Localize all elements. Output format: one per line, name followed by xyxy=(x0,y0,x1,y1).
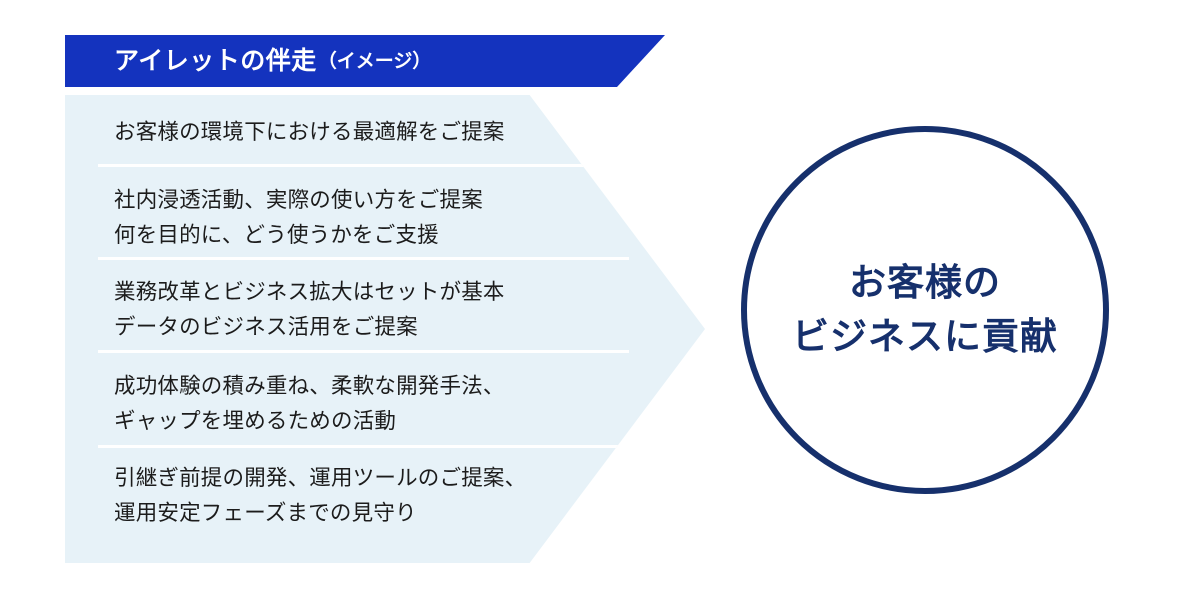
list-item-line: 運用安定フェーズまでの見守り xyxy=(114,501,417,525)
list-item-line: 社内浸透活動、実際の使い方をご提案 xyxy=(114,188,483,212)
panel-body-arrow: お客様の環境下における最適解をご提案 社内浸透活動、実際の使い方をご提案 何を目… xyxy=(65,95,705,563)
list-item: 成功体験の積み重ね、柔軟な開発手法、 ギャップを埋めるための活動 xyxy=(114,369,505,439)
list-item: 業務改革とビジネス拡大はセットが基本 データのビジネス活用をご提案 xyxy=(114,275,505,345)
outcome-line: ビジネスに貢献 xyxy=(792,316,1058,357)
support-flow-panel: アイレットの伴走 （イメージ） お客様の環境下における最適解をご提案 社内浸透活… xyxy=(65,35,705,563)
list-divider xyxy=(98,350,629,353)
panel-header-banner: アイレットの伴走 （イメージ） xyxy=(65,35,665,87)
outcome-text: お客様の ビジネスに貢献 xyxy=(741,126,1109,494)
outcome-circle: お客様の ビジネスに貢献 xyxy=(741,126,1109,494)
list-divider xyxy=(98,164,629,167)
list-item-line: 引継ぎ前提の開発、運用ツールのご提案、 xyxy=(114,466,527,490)
list-divider xyxy=(98,445,629,448)
list-item: 社内浸透活動、実際の使い方をご提案 何を目的に、どう使うかをご支援 xyxy=(114,183,483,253)
circle-outline xyxy=(741,126,1109,494)
list-item-line: 成功体験の積み重ね、柔軟な開発手法、 xyxy=(114,374,505,398)
list-item-line: 業務改革とビジネス拡大はセットが基本 xyxy=(114,280,505,304)
list-item-line: 何を目的に、どう使うかをご支援 xyxy=(114,223,439,247)
support-item-list: お客様の環境下における最適解をご提案 社内浸透活動、実際の使い方をご提案 何を目… xyxy=(65,95,705,563)
list-item-line: データのビジネス活用をご提案 xyxy=(114,315,418,339)
panel-title: アイレットの伴走 xyxy=(114,46,317,75)
list-item: 引継ぎ前提の開発、運用ツールのご提案、 運用安定フェーズまでの見守り xyxy=(114,461,526,531)
panel-title-subtitle: （イメージ） xyxy=(317,50,432,72)
list-item-line: お客様の環境下における最適解をご提案 xyxy=(114,120,505,144)
list-divider xyxy=(98,257,629,260)
list-item: お客様の環境下における最適解をご提案 xyxy=(114,115,505,150)
list-item-line: ギャップを埋めるための活動 xyxy=(114,409,397,433)
outcome-line: お客様の xyxy=(849,262,1001,303)
